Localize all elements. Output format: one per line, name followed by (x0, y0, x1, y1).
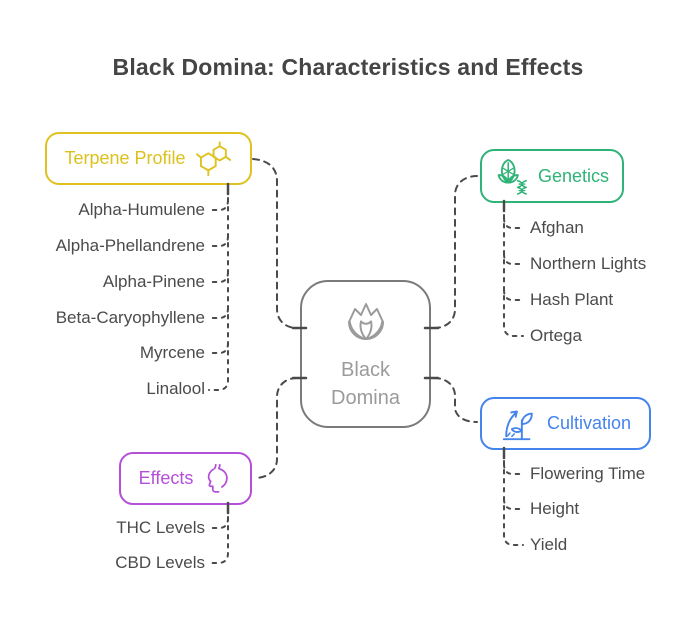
central-node-black-domina[interactable]: Black Domina (300, 280, 431, 428)
page-title: Black Domina: Characteristics and Effect… (112, 54, 584, 80)
cannabis-bud-icon (347, 303, 384, 340)
leaf-linalool[interactable]: Linalool (146, 379, 205, 398)
trunk-terpene (208, 188, 229, 391)
category-effects-label: Effects (138, 468, 194, 488)
molecule-icon (195, 140, 231, 176)
trunk-cultivation (503, 451, 524, 546)
category-cultivation-label: Cultivation (546, 413, 632, 433)
category-genetics-label: Genetics (537, 165, 610, 186)
leaf-alpha-phellandrene[interactable]: Alpha-Phellandrene (55, 236, 205, 255)
category-effects[interactable]: Effects (119, 452, 252, 505)
link-center-effects (254, 377, 298, 479)
category-cultivation[interactable]: Cultivation (480, 397, 651, 450)
sprout-growth-icon (502, 410, 533, 440)
category-terpene-label: Terpene Profile (64, 148, 186, 168)
leaf-ortega[interactable]: Ortega (530, 326, 582, 345)
leaf-myrcene[interactable]: Myrcene (139, 343, 205, 362)
leaf-beta-caryophyllene[interactable]: Beta-Caryophyllene (55, 308, 205, 327)
leaf-northern-lights[interactable]: Northern Lights (530, 254, 647, 273)
link-center-cultivation (433, 377, 478, 423)
leaf-afghan[interactable]: Afghan (530, 218, 584, 237)
trunk-genetics (503, 205, 524, 337)
category-terpene-profile[interactable]: Terpene Profile (45, 132, 252, 185)
leaf-alpha-humulene[interactable]: Alpha-Humulene (78, 200, 205, 219)
mind-head-icon (208, 463, 229, 493)
leaf-alpha-pinene[interactable]: Alpha-Pinene (102, 272, 205, 291)
leaf-height[interactable]: Height (530, 499, 580, 518)
central-node-label: Black Domina (331, 359, 400, 409)
leaf-flowering-time[interactable]: Flowering Time (530, 464, 646, 483)
leaf-hash-plant[interactable]: Hash Plant (530, 290, 614, 309)
trunk-effects (209, 507, 229, 564)
leaf-thc-levels[interactable]: THC Levels (116, 518, 205, 537)
category-genetics[interactable]: Genetics (480, 149, 624, 203)
link-terpene-center (252, 158, 298, 329)
leaf-yield[interactable]: Yield (530, 535, 568, 554)
leaf-cbd-levels[interactable]: CBD Levels (115, 553, 205, 572)
plant-dna-icon (497, 159, 527, 195)
link-center-genetics (433, 175, 478, 329)
